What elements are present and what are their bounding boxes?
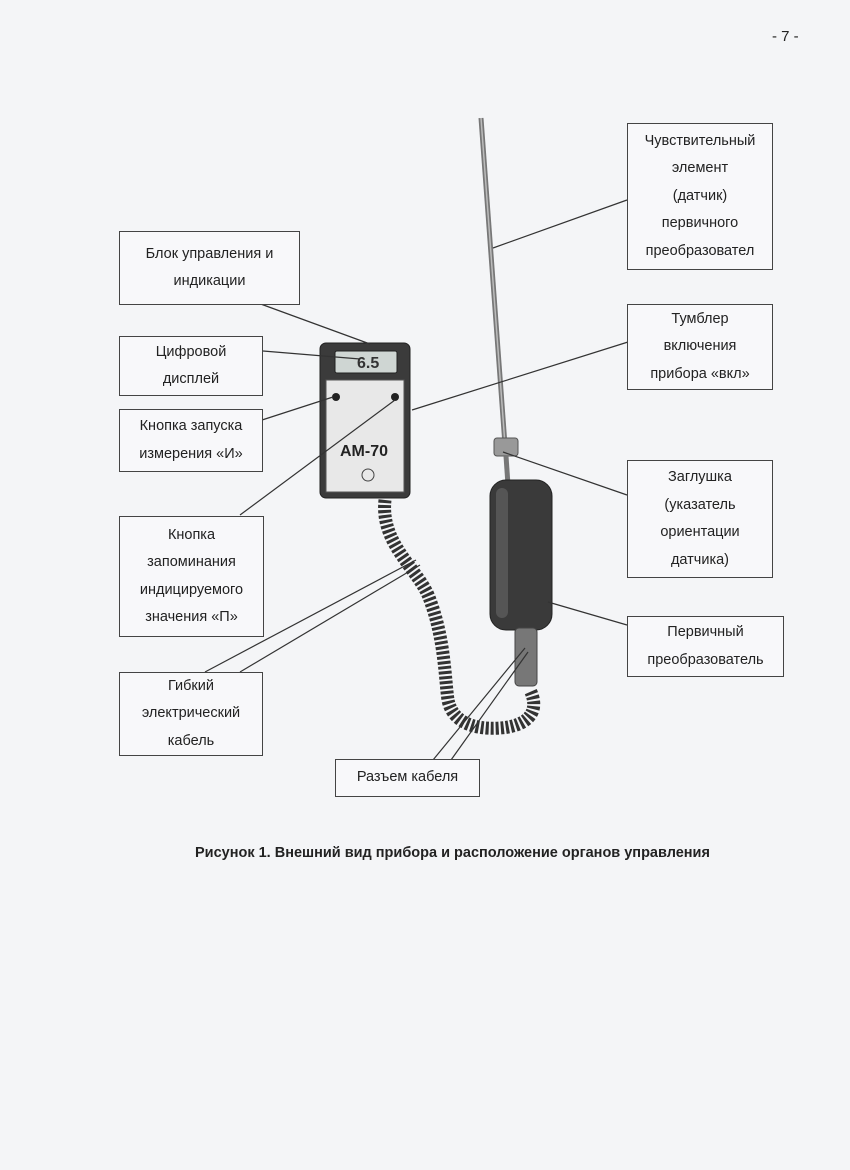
callout-memory-button: Кнопка запоминания индицируемого значени… xyxy=(119,516,264,637)
display-value: 6.5 xyxy=(357,355,379,372)
callout-sensor-element: Чувствительный элемент (датчик) первично… xyxy=(627,123,773,270)
measure-button-part xyxy=(332,393,340,401)
callout-control-unit: Блок управления и индикации xyxy=(119,231,300,305)
callout-flexible-cable: Гибкий электрический кабель xyxy=(119,672,263,756)
callout-plug: Заглушка (указатель ориентации датчика) xyxy=(627,460,773,578)
callout-measure-button: Кнопка запуска измерения «И» xyxy=(119,409,263,472)
memory-button-part xyxy=(391,393,399,401)
callout-digital-display: Цифровой дисплей xyxy=(119,336,263,396)
device-model-label: АМ-70 xyxy=(340,443,388,460)
callout-primary-converter: Первичный преобразователь xyxy=(627,616,784,677)
callout-power-toggle: Тумблер включения прибора «вкл» xyxy=(627,304,773,390)
figure-caption: Рисунок 1. Внешний вид прибора и располо… xyxy=(195,845,710,861)
callout-cable-connector: Разъем кабеля xyxy=(335,759,480,797)
